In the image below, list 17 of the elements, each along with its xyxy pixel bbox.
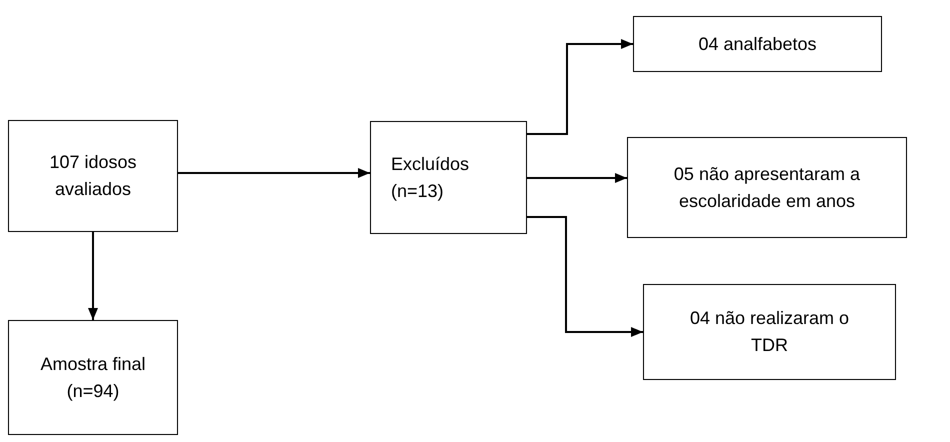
arrow <box>527 173 627 183</box>
arrow <box>527 39 633 135</box>
arrow <box>527 216 643 337</box>
arrow <box>88 232 98 320</box>
box-text: 04 analfabetos <box>698 32 817 56</box>
box-text: 04 não realizaram o TDR <box>688 307 850 357</box>
process-box <box>8 120 178 232</box>
process-box <box>370 121 527 234</box>
box-text: 05 não apresentaram a escolaridade em anos <box>672 162 862 212</box>
process-box <box>627 137 907 238</box>
box-text: Amostra final (n=94) <box>39 352 147 403</box>
process-box <box>633 16 882 72</box>
box-text: Excluídos (n=13) <box>391 152 470 203</box>
arrow <box>178 168 370 178</box>
process-box <box>8 320 178 435</box>
process-box <box>643 284 896 380</box>
box-text: 107 idosos avaliados <box>48 151 138 201</box>
